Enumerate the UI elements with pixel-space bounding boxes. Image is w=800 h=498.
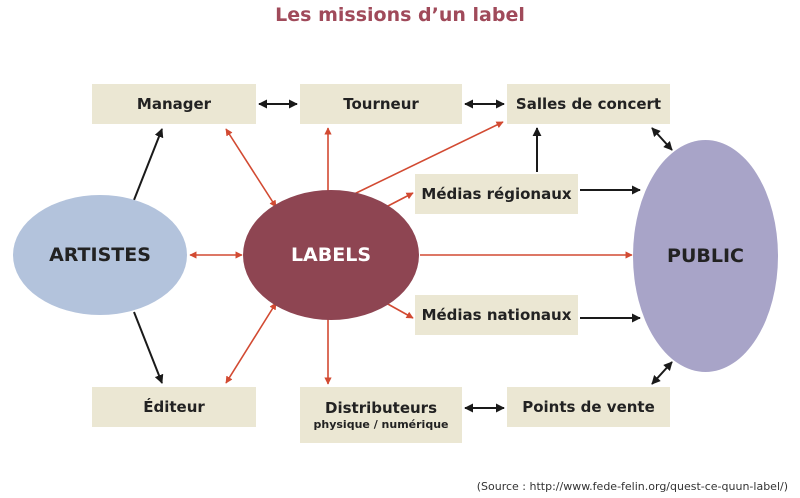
node-salles-de-concert: Salles de concert <box>507 84 670 124</box>
node-public: PUBLIC <box>633 140 778 372</box>
node-label: Salles de concert <box>515 95 662 113</box>
arrow-artistes-manager <box>133 128 164 201</box>
arrow-artistes-editeur <box>133 311 164 384</box>
arrow-labels-medias-regionaux <box>385 192 414 208</box>
arrow-points-de-vente-public <box>651 361 673 385</box>
node-label: Points de vente <box>522 398 655 416</box>
node-label: Éditeur <box>143 398 205 416</box>
node-label: LABELS <box>290 244 372 266</box>
arrow-labels-manager <box>225 128 277 208</box>
arrow-salles-public <box>651 127 673 151</box>
node-sublabel: physique / numérique <box>313 418 449 431</box>
node-manager: Manager <box>92 84 256 124</box>
node-artistes: ARTISTES <box>13 195 187 315</box>
arrow-labels-salles <box>349 121 504 197</box>
node-label: Médias nationaux <box>421 306 572 324</box>
node-label: Tourneur <box>343 95 419 113</box>
source-citation: (Source : http://www.fede-felin.org/ques… <box>476 480 788 493</box>
node-editeur: Éditeur <box>92 387 256 427</box>
arrow-labels-editeur <box>225 302 277 384</box>
node-points-de-vente: Points de vente <box>507 387 670 427</box>
node-labels: LABELS <box>243 190 419 320</box>
node-tourneur: Tourneur <box>300 84 462 124</box>
node-medias-regionaux: Médias régionaux <box>415 174 578 214</box>
node-label: Manager <box>136 95 212 113</box>
node-label: PUBLIC <box>667 245 744 267</box>
arrow-labels-medias-nationaux <box>385 302 414 319</box>
node-label: ARTISTES <box>49 244 151 266</box>
node-medias-nationaux: Médias nationaux <box>415 295 578 335</box>
node-label: Distributeurs <box>325 399 437 417</box>
diagram-title: Les missions d’un label <box>275 4 525 26</box>
node-label: Médias régionaux <box>421 185 572 203</box>
